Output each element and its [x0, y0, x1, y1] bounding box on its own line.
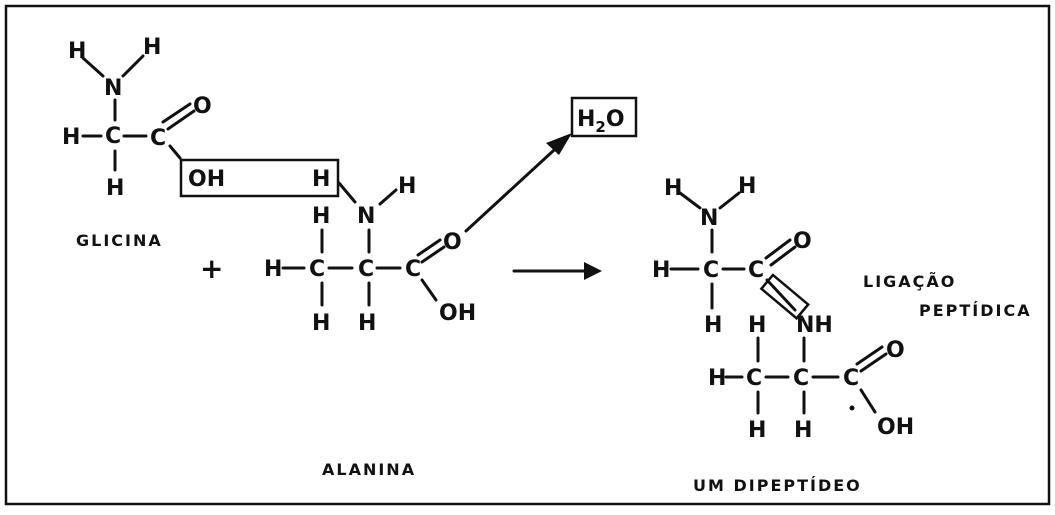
dipeptide-alpha-carbon: C — [703, 258, 719, 283]
alanine-beta-h-left: H — [264, 257, 282, 282]
glycine-nitrogen: N — [104, 76, 122, 101]
dipeptide-hydroxyl: OH — [877, 415, 914, 440]
bond-dipeptide-h-n — [678, 191, 702, 210]
bond-glycine-c-oh — [168, 144, 182, 160]
stray-dot — [849, 405, 855, 411]
dipeptide-alpha-h-left: H — [652, 258, 670, 283]
bond-alanine-h-n — [337, 181, 357, 204]
alanine-beta-h-bottom: H — [312, 311, 330, 336]
dipeptide-beta-h-top: H — [748, 313, 766, 338]
alanine-molecule: H N H H C C C O OH H H ALANINA — [264, 174, 476, 479]
bond-peptide-c-n — [765, 278, 797, 312]
plus-sign: + — [200, 252, 223, 285]
dipeptide-alpha-h-bottom: H — [704, 313, 722, 338]
water-o: O — [606, 107, 625, 132]
eliminated-oh-h-box — [179, 158, 340, 198]
bond-glycine-c-o-double-b — [166, 109, 196, 131]
glycine-alpha-h-bottom: H — [106, 176, 124, 201]
ligacao-label-line2: PEPTÍDICA — [919, 301, 1032, 320]
ligacao-label-line1: LIGAÇÃO — [863, 272, 956, 291]
bond-dipeptide-c-o-double-a — [855, 345, 884, 366]
dipeptide-beta-h-left: H — [708, 366, 726, 391]
bond-dipeptide-c-o-double-b — [769, 245, 797, 267]
alanine-amino-h: H — [398, 174, 416, 199]
reaction-arrow-head — [584, 262, 602, 280]
bond-alanine-c-oh — [420, 278, 438, 302]
glycine-alpha-carbon: C — [105, 124, 121, 149]
dipeptide-amino-h-left: H — [664, 176, 682, 201]
glycine-carbonyl-oxygen: O — [193, 94, 212, 119]
bond-glycine-h-n — [81, 56, 105, 78]
dipeptide-alpha2-h: H — [794, 418, 812, 443]
bond-dipeptide-h-n-2 — [718, 191, 741, 210]
water-subscript: 2 — [595, 118, 605, 136]
water-arrow-head — [546, 133, 572, 155]
eliminated-water-box: OH H — [179, 158, 340, 198]
bond-glycine-h-n-2 — [121, 54, 145, 78]
dipeptide-carboxyl-carbon: C — [843, 366, 859, 391]
alanine-hydroxyl: OH — [439, 301, 476, 326]
alanine-carboxyl-carbon: C — [405, 257, 421, 282]
dipeptide-amide-nh: NH — [796, 313, 833, 338]
dipeptide-beta-h-bottom: H — [748, 418, 766, 443]
dipeptide-nitrogen: N — [700, 206, 718, 231]
alanine-alpha-carbon: C — [358, 257, 374, 282]
eliminated-hydrogen: H — [312, 167, 330, 192]
dipeptide-amino-h-right: H — [738, 174, 756, 199]
water-h: H — [577, 107, 595, 132]
alanine-carbonyl-oxygen: O — [443, 230, 462, 255]
alanine-beta-carbon: C — [309, 257, 325, 282]
alanine-label: ALANINA — [322, 460, 416, 479]
bond-alanine-c-o-double-b — [420, 245, 446, 264]
water-arrow-shaft — [464, 138, 567, 233]
bond-alanine-c-o-double-a — [416, 238, 442, 257]
glycine-label: GLICINA — [76, 231, 163, 250]
bond-alanine-n-h — [378, 188, 398, 206]
dipeptide-carbonyl-carbon: C — [748, 258, 764, 283]
bond-dipeptide-c-oh — [859, 388, 877, 414]
water-box — [570, 96, 638, 138]
dipeptide-molecule: H H N H C C O H NH H H C C C O OH H H — [652, 174, 914, 495]
water-product: H2O — [570, 96, 638, 138]
reaction-arrow — [512, 262, 602, 280]
dipeptide-alpha2-carbon: C — [793, 366, 809, 391]
water-release-arrow — [464, 133, 572, 233]
glycine-alpha-h-left: H — [62, 125, 80, 150]
eliminated-hydroxyl: OH — [188, 167, 225, 192]
water-formula: H2O — [577, 107, 625, 136]
bond-dipeptide-c-o-double-a — [764, 238, 792, 260]
dipeptide-carbonyl-oxygen: O — [793, 229, 812, 254]
alanine-beta-h-top: H — [312, 204, 330, 229]
glycine-molecule: H H N H C C O H GLICINA — [62, 35, 212, 250]
dipeptide-beta-carbon: C — [746, 366, 762, 391]
outer-frame — [4, 4, 1051, 506]
bond-glycine-c-o-double-a — [161, 102, 192, 124]
alanine-alpha-h: H — [358, 311, 376, 336]
dipeptide-carboxyl-oxygen: O — [886, 338, 905, 363]
glycine-amino-h-right: H — [143, 35, 161, 60]
bond-dipeptide-c-o-double-b — [859, 352, 888, 373]
glycine-carboxyl-carbon: C — [150, 126, 166, 151]
dipeptide-label: UM DIPEPTÍDEO — [693, 476, 862, 495]
peptide-bond-label: LIGAÇÃO PEPTÍDICA — [863, 272, 1032, 320]
alanine-nitrogen: N — [357, 204, 375, 229]
